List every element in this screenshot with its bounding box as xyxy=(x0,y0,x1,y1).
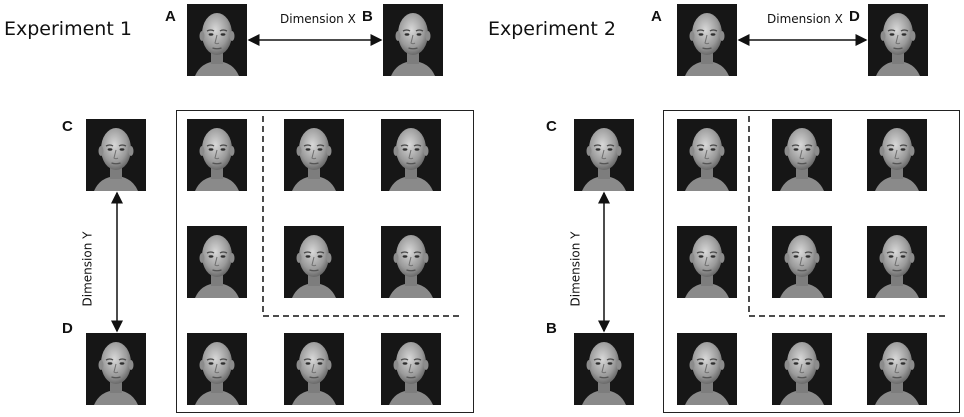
face-photo-icon xyxy=(772,226,832,298)
exp1-stimulus-grid xyxy=(176,110,474,413)
face-photo-icon xyxy=(187,226,247,298)
exp1-grid-face-r3c3 xyxy=(381,333,441,405)
face-photo-icon xyxy=(381,226,441,298)
exp1-face-a xyxy=(187,4,247,76)
face-photo-icon xyxy=(284,119,344,191)
face-photo-icon xyxy=(383,4,443,76)
exp1-grid-face-r2c2 xyxy=(284,226,344,298)
face-photo-icon xyxy=(381,119,441,191)
exp2-face-c xyxy=(574,119,634,191)
exp1-label-b: B xyxy=(362,8,373,25)
exp1-grid-face-r1c2 xyxy=(284,119,344,191)
exp2-label-a: A xyxy=(651,8,662,25)
face-photo-icon xyxy=(187,4,247,76)
face-photo-icon xyxy=(187,333,247,405)
face-photo-icon xyxy=(677,226,737,298)
exp2-label-d: D xyxy=(849,8,860,25)
exp1-dimension-x-label: Dimension X xyxy=(280,12,356,26)
face-photo-icon xyxy=(187,119,247,191)
face-photo-icon xyxy=(677,4,737,76)
exp2-grid-face-r2c1 xyxy=(677,226,737,298)
exp1-face-d xyxy=(86,333,146,405)
exp1-label-a: A xyxy=(165,8,176,25)
face-photo-icon xyxy=(772,119,832,191)
face-photo-icon xyxy=(86,333,146,405)
exp2-grid-face-r2c3 xyxy=(867,226,927,298)
face-photo-icon xyxy=(867,226,927,298)
exp1-grid-face-r3c1 xyxy=(187,333,247,405)
exp2-grid-face-r3c1 xyxy=(677,333,737,405)
face-photo-icon xyxy=(284,333,344,405)
exp1-dimension-y-label: Dimension Y xyxy=(80,231,95,307)
exp2-dimension-y-label: Dimension Y xyxy=(568,231,583,307)
exp2-face-a xyxy=(677,4,737,76)
exp1-grid-face-r3c2 xyxy=(284,333,344,405)
exp1-grid-face-r2c1 xyxy=(187,226,247,298)
face-photo-icon xyxy=(574,333,634,405)
exp1-grid-face-r1c1 xyxy=(187,119,247,191)
exp2-grid-face-r1c1 xyxy=(677,119,737,191)
face-photo-icon xyxy=(867,333,927,405)
exp1-grid-face-r2c3 xyxy=(381,226,441,298)
exp2-dimension-x-label: Dimension X xyxy=(767,12,843,26)
exp1-label-d: D xyxy=(62,320,73,337)
exp1-grid-face-r1c3 xyxy=(381,119,441,191)
exp2-face-b xyxy=(574,333,634,405)
face-photo-icon xyxy=(772,333,832,405)
face-photo-icon xyxy=(284,226,344,298)
face-photo-icon xyxy=(574,119,634,191)
face-photo-icon xyxy=(381,333,441,405)
exp1-label-c: C xyxy=(62,118,73,135)
exp2-grid-face-r3c2 xyxy=(772,333,832,405)
face-photo-icon xyxy=(867,119,927,191)
exp2-grid-face-r1c2 xyxy=(772,119,832,191)
exp2-stimulus-grid xyxy=(663,110,960,413)
face-photo-icon xyxy=(677,333,737,405)
experiment-1-title: Experiment 1 xyxy=(4,18,132,40)
face-photo-icon xyxy=(868,4,928,76)
exp1-face-b xyxy=(383,4,443,76)
exp2-grid-face-r2c2 xyxy=(772,226,832,298)
experiment-2-title: Experiment 2 xyxy=(488,18,616,40)
face-photo-icon xyxy=(86,119,146,191)
exp1-face-c xyxy=(86,119,146,191)
exp2-grid-face-r3c3 xyxy=(867,333,927,405)
exp2-label-b: B xyxy=(546,320,557,337)
exp2-grid-face-r1c3 xyxy=(867,119,927,191)
face-photo-icon xyxy=(677,119,737,191)
exp2-face-d xyxy=(868,4,928,76)
exp2-label-c: C xyxy=(546,118,557,135)
